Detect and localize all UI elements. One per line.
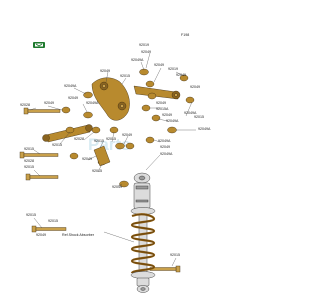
- part-label: 92015: [24, 165, 34, 169]
- part-label: 92015: [48, 219, 58, 223]
- part-label: 92049A: [166, 119, 179, 123]
- part-label: 92015: [52, 143, 62, 147]
- kawasaki-logo-icon: [33, 42, 45, 48]
- part-label: 92049: [141, 50, 151, 54]
- part-label: 92049A: [198, 127, 211, 131]
- tie-rod[interactable]: [133, 85, 181, 100]
- part-label: 92015: [92, 169, 102, 173]
- linkage-rod-left[interactable]: [42, 124, 93, 143]
- part-label: 92015A: [156, 107, 169, 111]
- part-label: 92028: [20, 103, 30, 107]
- part-label: 92015: [24, 147, 34, 151]
- part-label: 92049: [122, 133, 132, 137]
- part-label: 92049: [68, 96, 78, 100]
- part-label: 92049: [176, 73, 186, 77]
- part-label: 92049A: [158, 139, 171, 143]
- bolt-upper-left[interactable]: [23, 107, 61, 115]
- part-label: 92015: [106, 137, 116, 141]
- part-label: 92049: [156, 101, 166, 105]
- exploded-parts-diagram: Parts F198: [19, 33, 211, 293]
- part-label: 92049: [44, 101, 54, 105]
- part-labels: 92019 92049 92049A 92049 92019 92049 920…: [20, 43, 211, 257]
- part-label: 92049A: [184, 111, 197, 115]
- part-label: 92049: [100, 69, 110, 73]
- part-label: 92015: [170, 253, 180, 257]
- part-label: 92015: [120, 74, 130, 78]
- part-label: 92049A: [131, 58, 144, 62]
- diagram-code: F198: [181, 33, 189, 37]
- part-label: 92049A: [160, 152, 173, 156]
- part-label: 92049: [162, 113, 172, 117]
- part-label: 92019: [139, 43, 149, 47]
- part-label: 92049: [36, 233, 46, 237]
- bolt-middle-left[interactable]: [19, 151, 59, 159]
- leader-lines: [29, 52, 196, 267]
- part-label: 92049: [82, 157, 92, 161]
- part-label: 92049A: [86, 101, 99, 105]
- part-label: 92028: [74, 137, 84, 141]
- part-label: 92049: [112, 185, 122, 189]
- part-label: 92015: [26, 213, 36, 217]
- part-label: 92049A: [64, 84, 77, 88]
- collar[interactable]: [93, 145, 111, 167]
- bushings[interactable]: [61, 68, 195, 188]
- bolt-shock-bottom[interactable]: [31, 225, 67, 233]
- part-label: 92019: [168, 67, 178, 71]
- shock-absorber-callout: Ref.Shock Absorber: [62, 233, 95, 237]
- bolt-lower-left[interactable]: [25, 173, 59, 181]
- rocker-arm[interactable]: [91, 77, 130, 121]
- shock-absorber[interactable]: [130, 172, 156, 293]
- part-label: 92049: [154, 63, 164, 67]
- part-label: 92015: [94, 139, 104, 143]
- part-label: 92028: [24, 159, 34, 163]
- part-label: 92049: [160, 145, 170, 149]
- part-label: 92015: [194, 115, 204, 119]
- part-label: 92049: [190, 85, 200, 89]
